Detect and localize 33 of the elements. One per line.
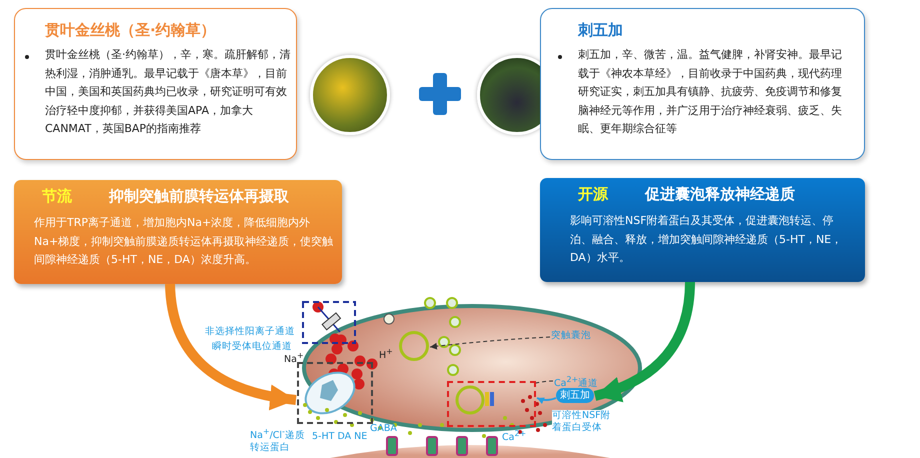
panel-heading: 抑制突触前膜转运体再摄取 [109, 187, 289, 206]
panel-tag: 节流 [42, 187, 72, 206]
channel-label: 瞬时受体电位通道 [212, 341, 292, 353]
arrow [536, 397, 556, 404]
mechanism-panel [540, 178, 865, 282]
panel-text: 作用于TRP离子通道，增加胞内Na+浓度，降低细胞内外Na+梯度，抑制突触前膜递质转运体再摄取神经递质，使突触间隙神经递质（5-HT，NE，DA）浓度升高。 [34, 215, 334, 268]
herb-tag: 刺五加 [556, 388, 594, 403]
card-heading: 贯叶金丝桃（圣·约翰草） [45, 21, 216, 40]
panel-text: 影响可溶性NSF附着蛋白及其受体，促进囊泡转运、停泊、融合、释放，增加突触间隙神经递质（5-HT，NE，DA）水平。 [570, 213, 844, 266]
highlight-frame [447, 381, 536, 427]
card-text: 贯叶金丝桃（圣·约翰草），辛，寒。疏肝解郁，清热利湿，消肿通乳。最早记载于《唐本草》，目前中国，美国和英国药典均已收录，研究证明可有效治疗轻中度抑郁，并获得美国APA，加拿大CANMAT，英国BAP的指南推荐 [45, 47, 292, 137]
ion-label: H$^{+}$ [379, 346, 393, 362]
mechanism-panel [14, 180, 342, 284]
callout-label: Ca$^{2+}$通道 [554, 374, 598, 390]
highlight-frame [297, 362, 373, 424]
arrow [594, 282, 695, 402]
leader-line [536, 380, 554, 384]
callout-label: 突触囊泡 [551, 330, 591, 342]
card-heading: 刺五加 [578, 21, 623, 40]
transporter-label: Na$^{+}$/Cl$^{-}$递质转运蛋白 [250, 426, 306, 454]
info-card [540, 8, 865, 160]
ion-label: Na$^{+}$ [284, 350, 304, 366]
neurotransmitter-label: 5-HT DA NE [312, 431, 368, 443]
ion-label: Ca$^{2+}$ [502, 428, 526, 444]
neurotransmitter-label: GABA [370, 423, 397, 435]
card-text: 刺五加，辛、微苦，温。益气健脾，补肾安神。最早记载于《神农本草经》，目前收录于中国药典，现代药理研究证实，刺五加具有镇静、抗疲劳、免疫调节和修复脑神经元等作用，并广泛用于治疗神经衰弱、疲乏、失眠、更年期综合征等 [578, 47, 843, 137]
leader-line [430, 336, 550, 350]
channel-label: 非选择性阳离子通道 [205, 326, 295, 338]
panel-tag: 开源 [578, 185, 608, 204]
synaptic-vesicle [399, 331, 429, 361]
arrow [165, 284, 297, 410]
info-card [14, 8, 297, 160]
panel-heading: 促进囊泡释放神经递质 [645, 185, 795, 204]
